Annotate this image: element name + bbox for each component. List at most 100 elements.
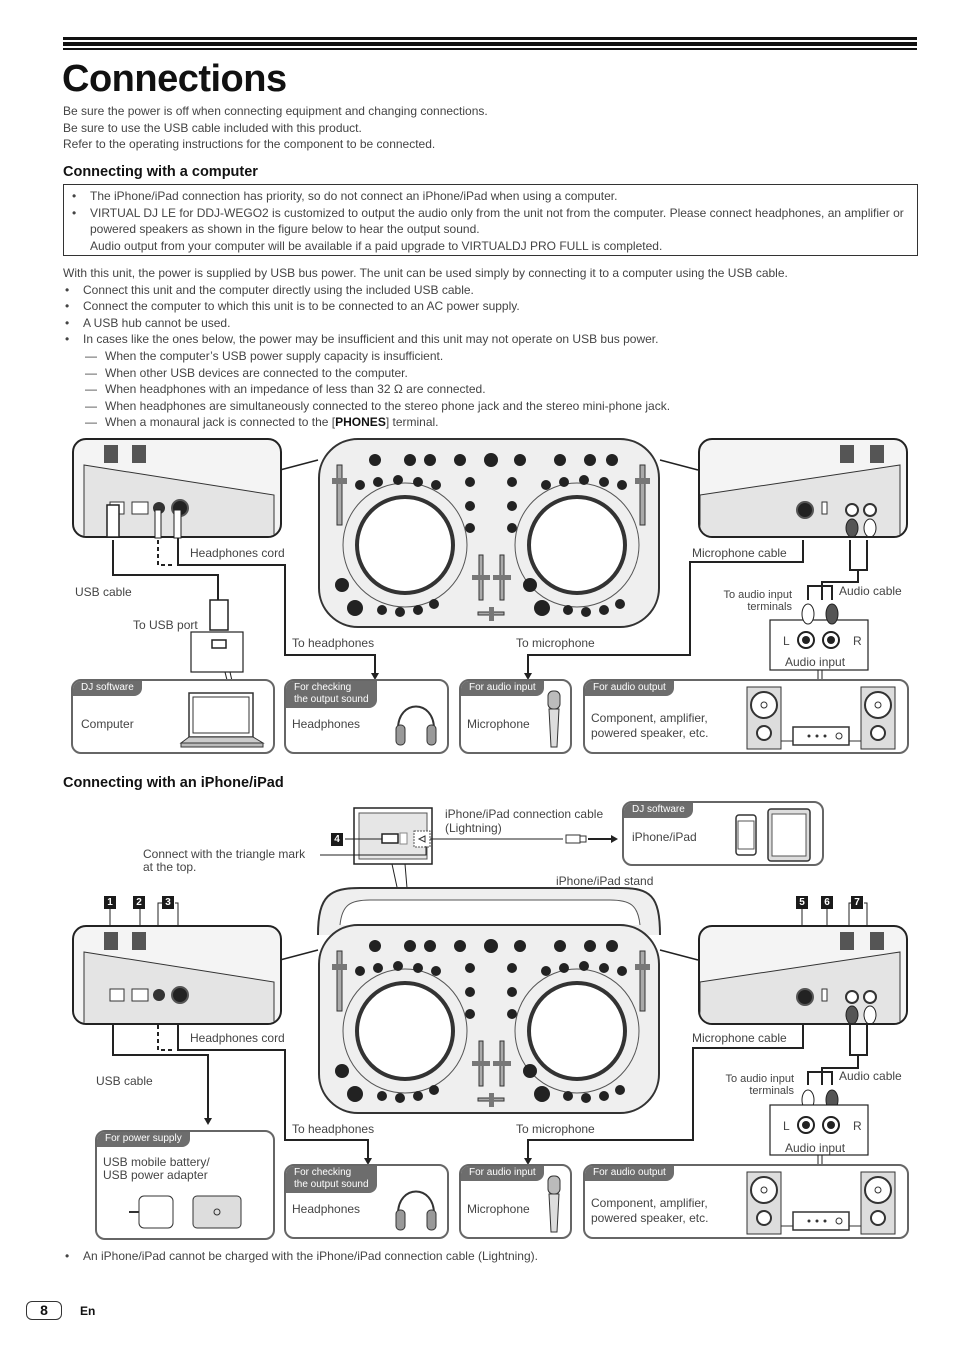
speaker-amplifier-icon bbox=[746, 1171, 896, 1235]
usb-power-adapter-icon bbox=[138, 1195, 174, 1229]
label-audio-input: Audio input bbox=[785, 655, 846, 669]
plugs bbox=[106, 504, 182, 539]
label-right: R bbox=[853, 1119, 862, 1133]
device-microphone: For audio input Microphone bbox=[459, 1164, 572, 1239]
device-audio-output: For audio output Component, amplifier, p… bbox=[583, 1164, 909, 1239]
bullet-item: •A USB hub cannot be used. bbox=[65, 315, 231, 330]
label-to-headphones: To headphones bbox=[292, 1122, 375, 1136]
tag-power-supply: For power supply bbox=[97, 1132, 190, 1147]
tag-audio-output: For audio output bbox=[585, 681, 674, 696]
ddj-wego2-controller-with-stand bbox=[318, 924, 660, 1114]
callout-3: 3 bbox=[162, 896, 174, 909]
controller-top-illustration bbox=[332, 453, 650, 621]
right-panel-zoom bbox=[698, 438, 908, 538]
microphone-icon bbox=[547, 690, 561, 748]
label-to-headphones: To headphones bbox=[292, 636, 375, 650]
device-name: Component, amplifier, powered speaker, e… bbox=[591, 711, 709, 740]
device-headphones: For checking the output sound Headphones bbox=[284, 1164, 449, 1239]
label-audio-input: Audio input bbox=[785, 1141, 846, 1155]
controller-left-side-illustration bbox=[83, 932, 275, 1023]
right-jog-ring bbox=[514, 482, 640, 608]
label-left: L bbox=[783, 1119, 790, 1133]
label-to-microphone: To microphone bbox=[516, 1122, 595, 1136]
right-tempo-slider bbox=[639, 464, 646, 526]
footnote: •An iPhone/iPad cannot be charged with t… bbox=[65, 1249, 538, 1263]
label-audio-cable: Audio cable bbox=[839, 584, 902, 598]
callout-6: 6 bbox=[821, 896, 833, 909]
callout-1: 1 bbox=[104, 896, 116, 909]
note-item: •The iPhone/iPad connection has priority… bbox=[72, 189, 618, 203]
label-audio-cable: Audio cable bbox=[839, 1069, 902, 1083]
device-iphone-ipad: DJ software iPhone/iPad bbox=[622, 801, 824, 866]
note-box: •The iPhone/iPad connection has priority… bbox=[63, 184, 918, 256]
tag-audio-input: For audio input bbox=[461, 681, 544, 696]
dash-item: —When headphones with an impedance of le… bbox=[85, 382, 486, 397]
label-stand: iPhone/iPad stand bbox=[556, 874, 654, 888]
label-to-audio-input: To audio input terminals bbox=[723, 589, 793, 613]
page-number: 8 bbox=[26, 1301, 62, 1320]
callout-4: 4 bbox=[331, 833, 343, 846]
tag-output-check: For checking the output sound bbox=[286, 1166, 377, 1193]
left-tempo-slider bbox=[336, 464, 343, 526]
note-item: •VIRTUAL DJ LE for DDJ-WEGO2 is customiz… bbox=[72, 205, 904, 237]
label-to-audio-input: To audio input terminals bbox=[725, 1073, 795, 1097]
device-computer: DJ software Computer bbox=[71, 679, 275, 754]
label-headphones-cord: Headphones cord bbox=[190, 546, 285, 560]
bullet-item: •Connect this unit and the computer dire… bbox=[65, 282, 474, 297]
left-jog-ring bbox=[342, 482, 468, 608]
device-name: iPhone/iPad bbox=[632, 830, 697, 844]
dash-item: —When headphones are simultaneously conn… bbox=[85, 398, 671, 413]
headphones-icon bbox=[395, 705, 437, 746]
device-name: Component, amplifier, powered speaker, e… bbox=[591, 1196, 709, 1225]
controller-right-side-illustration bbox=[700, 932, 901, 1023]
section-heading-iphone: Connecting with an iPhone/iPad bbox=[63, 775, 284, 791]
usb-power-text: With this unit, the power is supplied by… bbox=[63, 265, 863, 431]
callout-2: 2 bbox=[133, 896, 145, 909]
tag-audio-input: For audio input bbox=[461, 1166, 544, 1181]
section-heading-computer: Connecting with a computer bbox=[63, 164, 258, 180]
device-headphones: For checking the output sound Headphones bbox=[284, 679, 449, 754]
right-jog-wheel-icon bbox=[527, 495, 627, 595]
power-switch-icon bbox=[131, 501, 149, 515]
right-panel-zoom-iphone bbox=[698, 925, 908, 1025]
dash-item: —When the computer’s USB power supply ca… bbox=[85, 348, 444, 363]
label-lightning-cable: iPhone/iPad connection cable (Lightning) bbox=[445, 807, 604, 835]
headphones-icon bbox=[395, 1190, 437, 1231]
note-item: Audio output from your computer will be … bbox=[90, 238, 663, 253]
controller-right-side-illustration bbox=[700, 445, 901, 536]
mic-jack-icon bbox=[796, 501, 814, 519]
left-jog-wheel-icon bbox=[355, 495, 455, 595]
device-name: Headphones bbox=[292, 1202, 361, 1216]
device-audio-output: For audio output Component, amplifier, p… bbox=[583, 679, 909, 754]
device-name: Microphone bbox=[467, 717, 530, 731]
label-right: R bbox=[853, 634, 862, 648]
label-usb-cable: USB cable bbox=[75, 585, 132, 599]
intro-text: Be sure the power is off when connecting… bbox=[63, 103, 488, 153]
intro-line: Be sure the power is off when connecting… bbox=[63, 104, 488, 118]
label-to-microphone: To microphone bbox=[516, 636, 595, 650]
tag-output-check: For checking the output sound bbox=[286, 681, 377, 708]
intro-line: Refer to the operating instructions for … bbox=[63, 137, 436, 151]
callout-7: 7 bbox=[851, 896, 863, 909]
label-headphones-cord: Headphones cord bbox=[190, 1031, 285, 1045]
intro-line: Be sure to use the USB cable included wi… bbox=[63, 120, 362, 135]
header-rule bbox=[63, 48, 917, 50]
page-title: Connections bbox=[62, 58, 287, 100]
speaker-amplifier-icon bbox=[746, 686, 896, 750]
label-usb-cable: USB cable bbox=[96, 1074, 153, 1088]
power-paragraph: With this unit, the power is supplied by… bbox=[63, 266, 788, 280]
usb-battery-icon bbox=[192, 1195, 242, 1229]
header-rule bbox=[63, 37, 917, 40]
label-triangle-note: Connect with the triangle mark at the to… bbox=[143, 847, 306, 874]
tag-dj-software: DJ software bbox=[624, 803, 693, 818]
power-adapter-battery-icon bbox=[129, 1195, 242, 1229]
device-name: USB mobile battery/ USB power adapter bbox=[103, 1155, 210, 1182]
callout-5: 5 bbox=[796, 896, 808, 909]
dash-item: —When a monaural jack is connected to th… bbox=[85, 415, 439, 430]
device-name: Microphone bbox=[467, 1202, 530, 1216]
header-rule bbox=[63, 42, 917, 46]
label-left: L bbox=[783, 634, 790, 648]
device-name: Headphones bbox=[292, 717, 361, 731]
bullet-item: •Connect the computer to which this unit… bbox=[65, 299, 520, 314]
device-microphone: For audio input Microphone bbox=[459, 679, 572, 754]
